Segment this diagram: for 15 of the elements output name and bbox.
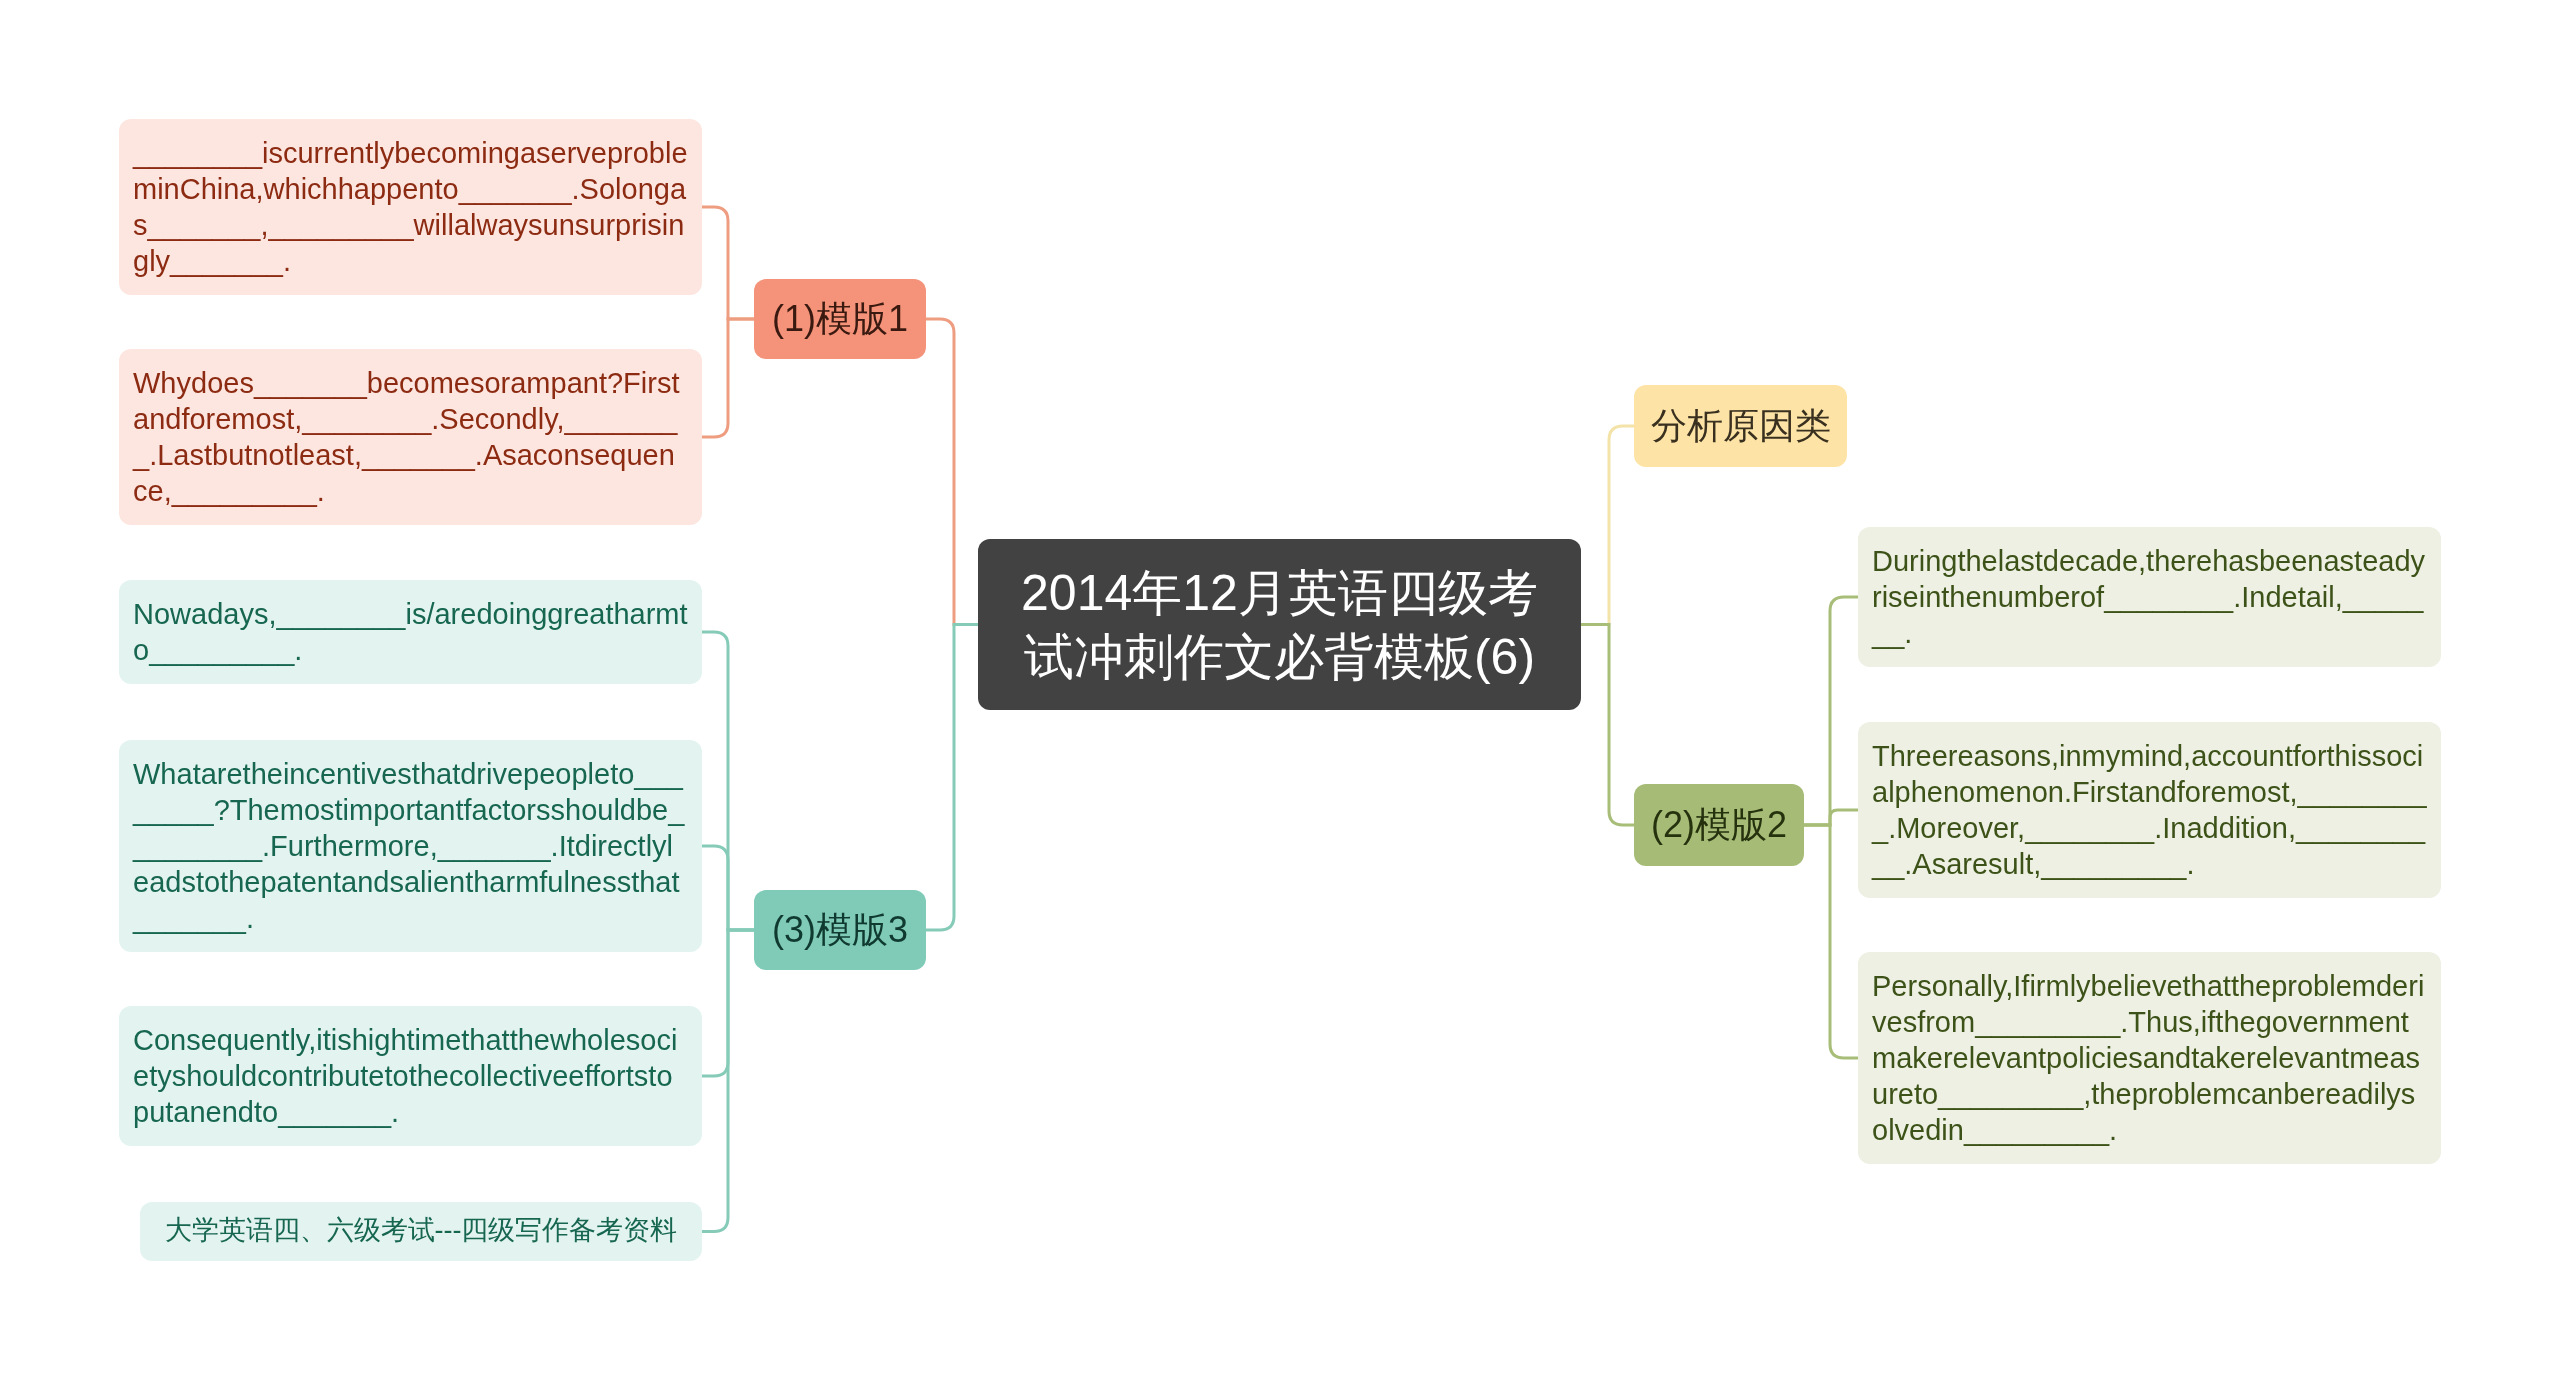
text-box: Nowadays,________is/aredoinggreatharmto_________. (119, 580, 702, 684)
text-box: Whataretheincentivesthatdrivepeopleto________?Themostimportantfactorsshouldbe_________.Furthermore,_______.Itdirectlyleadstothepatentandsalientharmfulnessthat_______. (119, 740, 702, 952)
text-box: Whydoes_______becomesorampant?Firstandforemost,________.Secondly,________.Lastbutnotleast,_______.Asaconsequence,_________. (119, 349, 702, 525)
text-box: Personally,Ifirmlybelievethattheproblemderivesfrom_________.Thus,ifthegovernmentmakerelevantpoliciesandtakerelevantmeasureto_________,theproblemcanbereadilysolvedin_________. (1858, 952, 2441, 1164)
branch-box: (3)模版3 (754, 890, 926, 970)
text-box: Duringthelastdecade,therehasbeenasteadyriseinthenumberof________.Indetail,_______. (1858, 527, 2441, 667)
text-box: Threereasons,inmymind,accountforthissocialphenomenon.Firstandforemost,_________.Moreover,________.Inaddition,__________.Asaresult,_________. (1858, 722, 2441, 898)
text-box: 大学英语四、六级考试---四级写作备考资料 (140, 1202, 702, 1261)
branch-box: (1)模版1 (754, 279, 926, 359)
branch-box: 分析原因类 (1634, 385, 1847, 467)
text-box: ________iscurrentlybecomingaserveprobleminChina,whichhappento_______.Solongas_______,_________willalwaysunsurprisingly_______. (119, 119, 702, 295)
branch-box: (2)模版2 (1634, 784, 1804, 866)
central-topic-box: 2014年12月英语四级考试冲刺作文必背模板(6) (978, 539, 1581, 710)
connector-line (1581, 623, 1634, 827)
text-box: Consequently,itishightimethatthewholesocietyshouldcontributetothecollectiveeffortstoputanendto_______. (119, 1006, 702, 1146)
